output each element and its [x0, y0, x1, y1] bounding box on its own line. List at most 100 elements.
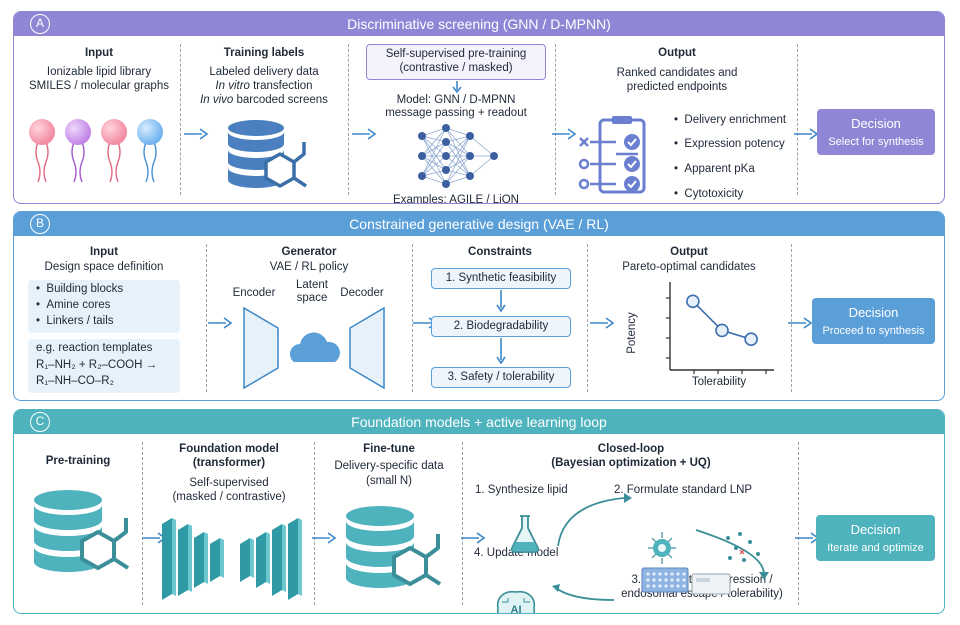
pretraining-box — [366, 44, 546, 80]
training-line2: In vitro transfection — [215, 80, 313, 92]
neural-network-icon — [418, 124, 498, 188]
decision-proceed-to-synthesis: Decision Proceed to synthesis — [812, 298, 935, 344]
output-heading: Output — [658, 47, 696, 59]
panel-c-title: Foundation models + active learning loop — [351, 414, 607, 430]
divider — [587, 244, 588, 392]
constraint-safety-tolerability: 3. Safety / tolerability — [431, 367, 571, 388]
panel-a-badge: A — [30, 14, 50, 34]
ai-label: AI — [511, 604, 522, 614]
divider — [348, 44, 349, 195]
divider — [791, 244, 792, 392]
database-molecule-icon — [346, 506, 442, 588]
panel-b-body: Input Design space definition • Building… — [14, 236, 944, 400]
panel-a-header: A Discriminative screening (GNN / D-MPNN… — [14, 12, 944, 36]
model-line1: Model: GNN / D-MPNN — [396, 94, 516, 106]
input-line1: Design space definition — [44, 261, 164, 273]
output-bullet: • Delivery enrichment — [674, 114, 787, 126]
divider — [798, 442, 799, 605]
panel-c: C Foundation models + active learning lo… — [13, 409, 945, 614]
output-line1: Pareto-optimal candidates — [622, 261, 756, 273]
latent-label: Latent — [296, 279, 328, 291]
input-line1: Ionizable lipid library — [46, 66, 152, 78]
flow-arrow — [794, 128, 819, 140]
panel-c-badge: C — [30, 412, 50, 432]
decision-iterate-and-optimize: Decision Iterate and optimize — [816, 515, 935, 561]
database-molecule-icon — [34, 490, 130, 572]
pareto-point — [715, 323, 729, 338]
pareto-point — [686, 294, 700, 309]
flask-icon — [510, 515, 540, 553]
output-bullet: • Cytotoxicity — [674, 188, 744, 200]
pretraining-line2: (contrastive / masked) — [399, 62, 513, 74]
output-bullet: • Expression potency — [674, 138, 785, 150]
foundation-heading1: Foundation model — [179, 443, 279, 455]
panel-b-title: Constrained generative design (VAE / RL) — [349, 216, 609, 232]
divider — [142, 442, 143, 605]
pareto-xlabel: Tolerability — [691, 376, 747, 388]
divider — [797, 44, 798, 195]
finetune-heading: Fine-tune — [363, 443, 415, 455]
model-line2: message passing + readout — [385, 107, 527, 119]
generator-heading: Generator — [281, 246, 337, 258]
panel-a-body: Input Ionizable lipid library SMILES / m… — [14, 36, 944, 203]
closed-loop-arrows — [552, 493, 769, 601]
input-line2: SMILES / molecular graphs — [29, 80, 169, 92]
output-line1: Ranked candidates and — [616, 67, 738, 79]
input-heading: Input — [84, 47, 114, 59]
panel-b-header: B Constrained generative design (VAE / R… — [14, 212, 944, 236]
building-blocks-box — [28, 280, 180, 333]
reaction-line1: R₁–NH₂ + R₂–COOH → — [36, 359, 158, 371]
flow-arrow — [352, 128, 377, 140]
input-bullet: • Amine cores — [36, 299, 111, 311]
lnp-testing-icon — [641, 532, 760, 595]
divider — [462, 442, 463, 605]
flow-arrow — [208, 317, 233, 329]
flow-arrow — [788, 317, 813, 329]
constraint-synthetic-feasibility: 1. Synthetic feasibility — [431, 268, 571, 289]
output-line2: predicted endpoints — [626, 81, 728, 93]
divider — [412, 244, 413, 392]
database-molecule-icon — [228, 120, 307, 188]
pareto-chart — [666, 282, 774, 374]
flow-arrow — [184, 128, 209, 140]
reaction-line2: R₁–NH–CO–R₂ — [36, 375, 115, 387]
vae-generator-icon — [243, 306, 385, 390]
decoder-label: Decoder — [340, 287, 384, 299]
arrow-down — [452, 81, 462, 94]
panel-b: B Constrained generative design (VAE / R… — [13, 211, 945, 401]
encoder-label: Encoder — [232, 287, 276, 299]
flow-arrow — [552, 128, 577, 140]
constraint-biodegradability: 2. Biodegradability — [431, 316, 571, 337]
divider — [180, 44, 181, 195]
panel-c-header: C Foundation models + active learning lo… — [14, 410, 944, 434]
loop-heading2: (Bayesian optimization + UQ) — [551, 457, 711, 469]
output-heading: Output — [670, 246, 708, 258]
pretraining-heading: Pre-training — [45, 455, 111, 467]
arrow-down — [496, 290, 506, 313]
foundation-line2: (masked / contrastive) — [172, 491, 286, 503]
finetune-line1: Delivery-specific data — [334, 460, 444, 472]
training-heading: Training labels — [223, 47, 305, 59]
output-bullet: • Apparent pKa — [674, 163, 755, 175]
input-bullet: • Linkers / tails — [36, 315, 114, 327]
pretraining-line1: Self-supervised pre-training — [385, 48, 527, 60]
transformer-layers-icon — [162, 518, 302, 600]
divider — [314, 442, 315, 605]
loop-step2: 2. Formulate standard LNP — [614, 484, 753, 496]
decision-select-for-synthesis: Decision Select for synthesis — [817, 109, 935, 155]
input-bullet: • Building blocks — [36, 283, 124, 295]
divider — [555, 44, 556, 195]
flow-arrow — [312, 532, 337, 544]
flow-arrow — [461, 532, 486, 544]
training-line1: Labeled delivery data — [209, 66, 319, 78]
model-examples: Examples: AGILE / LiON — [393, 194, 519, 204]
loop-heading1: Closed-loop — [597, 443, 665, 455]
reaction-templates-box — [28, 339, 180, 393]
loop-step1: 1. Synthesize lipid — [475, 484, 568, 496]
generator-line1: VAE / RL policy — [269, 261, 349, 273]
panel-a-title: Discriminative screening (GNN / D-MPNN) — [347, 16, 611, 32]
finetune-line2: (small N) — [366, 475, 412, 487]
panel-b-badge: B — [30, 214, 50, 234]
input-heading: Input — [89, 246, 119, 258]
pareto-point — [744, 332, 758, 347]
